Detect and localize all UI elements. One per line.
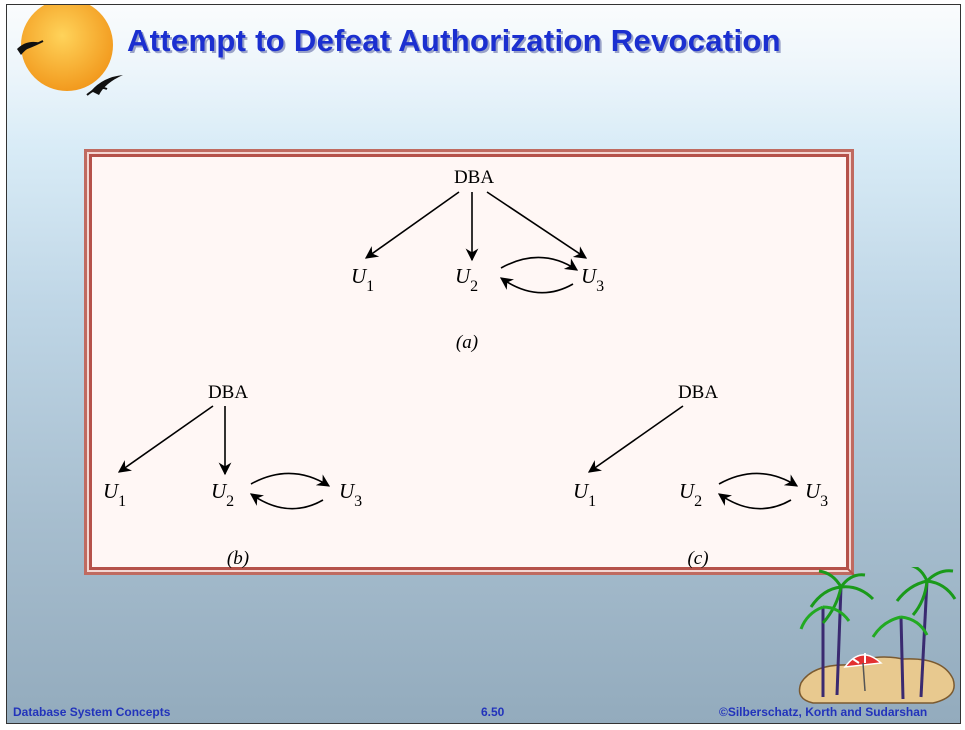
graph-c: DBA U1 U2 U3 (c) [573,382,828,569]
authorization-graph-figure: DBA U1 U2 U3 (a) DBA U1 U2 U3 (b) DBA [84,149,855,576]
graph-a-edge-dba-u1 [364,191,460,259]
graph-c-edge-dba-u1 [587,405,684,473]
slide-title: Attempt to Defeat Authorization Revocati… [127,23,781,58]
graph-b-edge-dba-u1 [117,405,214,473]
graph-c-dba-label: DBA [678,382,718,403]
graph-a-node-u3: U3 [581,264,604,295]
graph-c-edge-u3-u2 [717,493,792,510]
graph-b: DBA U1 U2 U3 (b) [103,382,362,569]
sun-birds-logo-icon [17,5,123,96]
frame-inner [92,157,846,567]
graph-b-node-u2: U2 [211,479,234,510]
graph-b-node-u1: U1 [103,479,126,510]
graph-a-dba-label: DBA [454,167,494,188]
graph-b-edge-u2-u3 [250,472,331,487]
graph-a-node-u2: U2 [455,264,478,295]
graph-c-caption: (c) [687,548,708,569]
footer-slide-number: 6.50 [481,705,505,719]
graph-b-caption: (b) [227,548,249,569]
footer-course: Database System Concepts [13,705,171,719]
graph-c-node-u3: U3 [805,479,828,510]
palm-island-icon [798,567,957,704]
graph-b-dba-label: DBA [208,382,248,403]
graph-c-edge-u2-u3 [718,472,799,487]
graph-a-edge-u3-u2 [499,277,574,294]
graph-a: DBA U1 U2 U3 (a) [351,167,604,353]
slide: Attempt to Defeat Authorization Revocati… [6,4,961,724]
graph-a-node-u1: U1 [351,264,374,295]
graph-a-caption: (a) [456,332,478,353]
graph-a-edge-u2-u3 [500,256,579,271]
graph-c-node-u2: U2 [679,479,702,510]
graph-b-node-u3: U3 [339,479,362,510]
graph-b-edge-u3-u2 [249,493,324,510]
graph-c-node-u1: U1 [573,479,596,510]
graph-a-edge-dba-u3 [486,191,588,259]
footer-copyright: ©Silberschatz, Korth and Sudarshan [719,705,928,719]
